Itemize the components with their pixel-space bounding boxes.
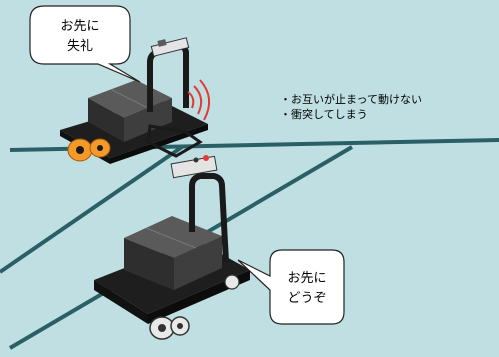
bottom-robot-base-front [148, 270, 250, 324]
top-robot-box-left [88, 98, 124, 142]
top-robot-box-split [111, 89, 149, 109]
bottom-robot-box-top [124, 216, 222, 258]
top-robot-screen [157, 39, 167, 47]
problem-notes: ・お互いが止まって動けない ・衝突してしまう [280, 92, 422, 122]
bottom-robot-knob [193, 157, 199, 163]
bottom-robot-wheel [149, 274, 240, 340]
road-line-left-diagonal [0, 145, 184, 274]
bottom-bubble-line1: お先に [287, 271, 326, 286]
bottom-robot-box-left [124, 238, 174, 290]
bottom-robot-base-side [94, 280, 148, 324]
top-robot-wheel [67, 138, 111, 162]
bottom-bubble-line2: どうぞ [287, 291, 326, 306]
top-robot-panel [150, 37, 190, 57]
top-robot-box-right [124, 98, 172, 142]
bottom-speech-bubble: お先に どうぞ [237, 249, 345, 325]
top-speech-bubble: お先に 失礼 [29, 5, 141, 83]
bottom-robot-icon [94, 155, 250, 340]
note-collision: ・衝突してしまう [280, 108, 368, 121]
bottom-robot-box-right [174, 236, 222, 290]
top-bubble-line1: お先に [60, 19, 99, 34]
bottom-robot-stop-button [203, 155, 209, 161]
note-stuck: ・お互いが止まって動けない [280, 93, 423, 106]
bottom-robot-panel [170, 155, 218, 179]
wireless-signal-icon [187, 79, 211, 121]
top-robot-base-front [110, 124, 208, 164]
top-robot-tow-frame [146, 124, 203, 158]
bottom-robot-handle [189, 173, 229, 263]
road-lines [0, 138, 499, 350]
top-robot-icon [60, 37, 208, 164]
top-bubble-line2: 失礼 [67, 38, 93, 54]
bottom-robot-box-split [145, 227, 197, 249]
